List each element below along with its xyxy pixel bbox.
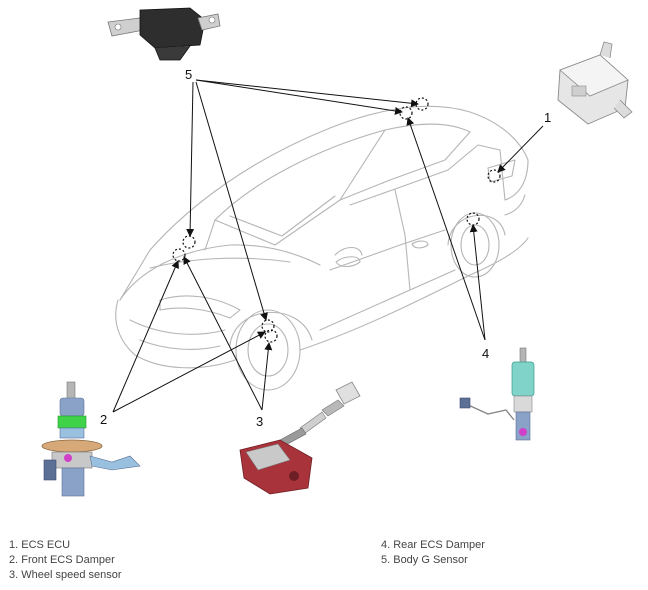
legend-item-ecs-ecu: 1. ECS ECU [9, 539, 71, 551]
wheel-speed-sensor-image [239, 381, 361, 495]
leader-lines [112, 79, 544, 413]
car-outline [115, 105, 529, 391]
marker-front-damper [172, 248, 186, 262]
callout-4: 4 [482, 346, 489, 361]
legend-item-front-ecs-damper: 2. Front ECS Damper [9, 554, 115, 566]
marker-rear-damper [466, 212, 480, 226]
callout-3: 3 [256, 414, 263, 429]
marker-wheel-speed-2 [264, 329, 278, 343]
callout-2: 2 [100, 412, 107, 427]
legend-right: 4. Rear ECS Damper 5. Body G Sensor [381, 538, 485, 568]
body-g-sensor-image [107, 7, 221, 61]
legend-item-wheel-speed-sensor: 3. Wheel speed sensor [9, 569, 122, 581]
legend-item-rear-ecs-damper: 4. Rear ECS Damper [381, 539, 485, 551]
callout-1: 1 [544, 110, 551, 125]
legend-left: 1. ECS ECU 2. Front ECS Damper 3. Wheel … [9, 538, 122, 583]
front-ecs-damper-image [41, 381, 141, 497]
marker-wheel-speed [261, 319, 275, 333]
legend-item-body-g-sensor: 5. Body G Sensor [381, 554, 468, 566]
marker-ecu [487, 169, 501, 183]
marker-body-g-rear-right [399, 106, 413, 120]
marker-body-g-front-right [182, 235, 196, 249]
marker-body-g-rear-left [415, 97, 429, 111]
callout-5: 5 [185, 67, 192, 82]
location-markers [172, 97, 501, 343]
ecs-ecu-image [557, 41, 633, 125]
rear-ecs-damper-image [459, 347, 535, 441]
